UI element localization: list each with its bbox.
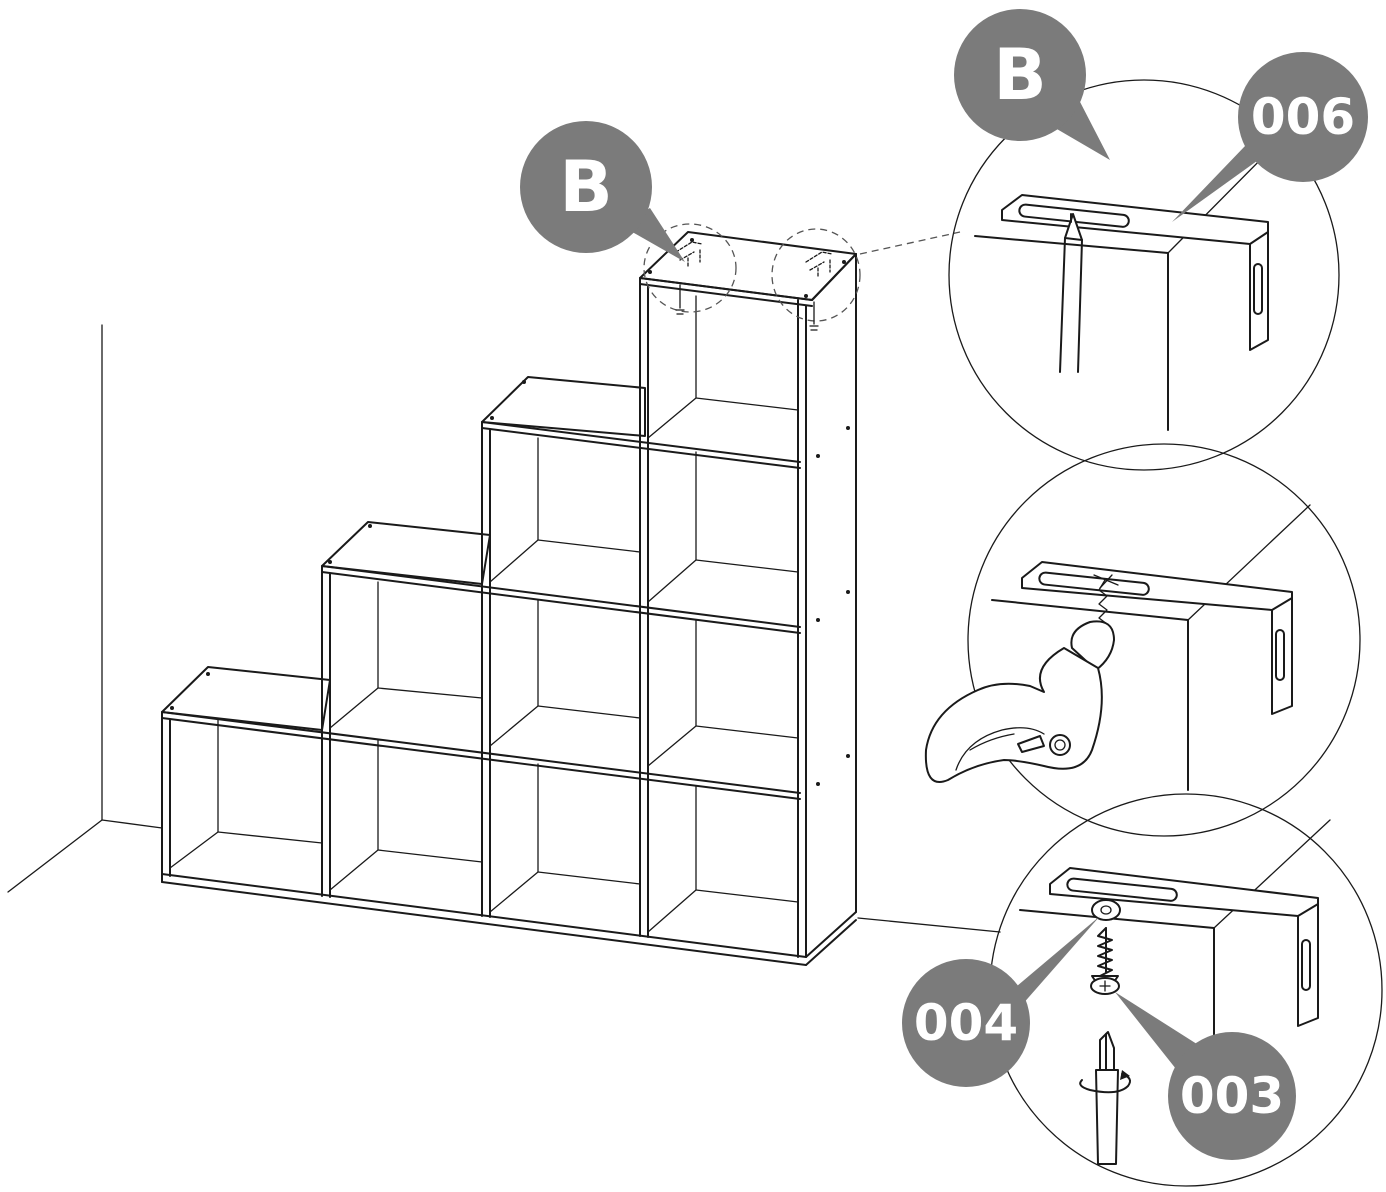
callout-006-label: 006 <box>1251 88 1355 146</box>
drill-icon <box>924 574 1119 783</box>
pencil-icon <box>1059 213 1083 373</box>
bracket-location-markers <box>643 223 961 331</box>
callout-b-zoom-label: B <box>993 34 1046 116</box>
washer-004 <box>1091 899 1121 921</box>
callout-003-label: 003 <box>1180 1067 1284 1125</box>
screwdriver-icon <box>1095 1031 1119 1165</box>
callout-b-zoom: B <box>954 9 1110 160</box>
detail-circle-screwing <box>989 793 1383 1187</box>
bracket-drill-step <box>1021 561 1293 715</box>
callout-004: 004 <box>902 916 1100 1087</box>
callout-004-label: 004 <box>914 994 1018 1052</box>
callout-b-shelf: B <box>520 121 685 262</box>
stair-shelf <box>161 231 857 966</box>
callout-006: 006 <box>1238 52 1368 182</box>
room-lines <box>7 324 1001 933</box>
screw-003 <box>1090 927 1120 995</box>
detail-circle-drilling <box>924 443 1361 837</box>
rotation-arrow-icon <box>1079 1070 1131 1094</box>
callout-003: 003 <box>1115 992 1296 1160</box>
bracket-screw-step <box>1049 867 1319 1027</box>
bracket-006 <box>1001 194 1269 351</box>
callout-b-shelf-label: B <box>559 146 612 228</box>
